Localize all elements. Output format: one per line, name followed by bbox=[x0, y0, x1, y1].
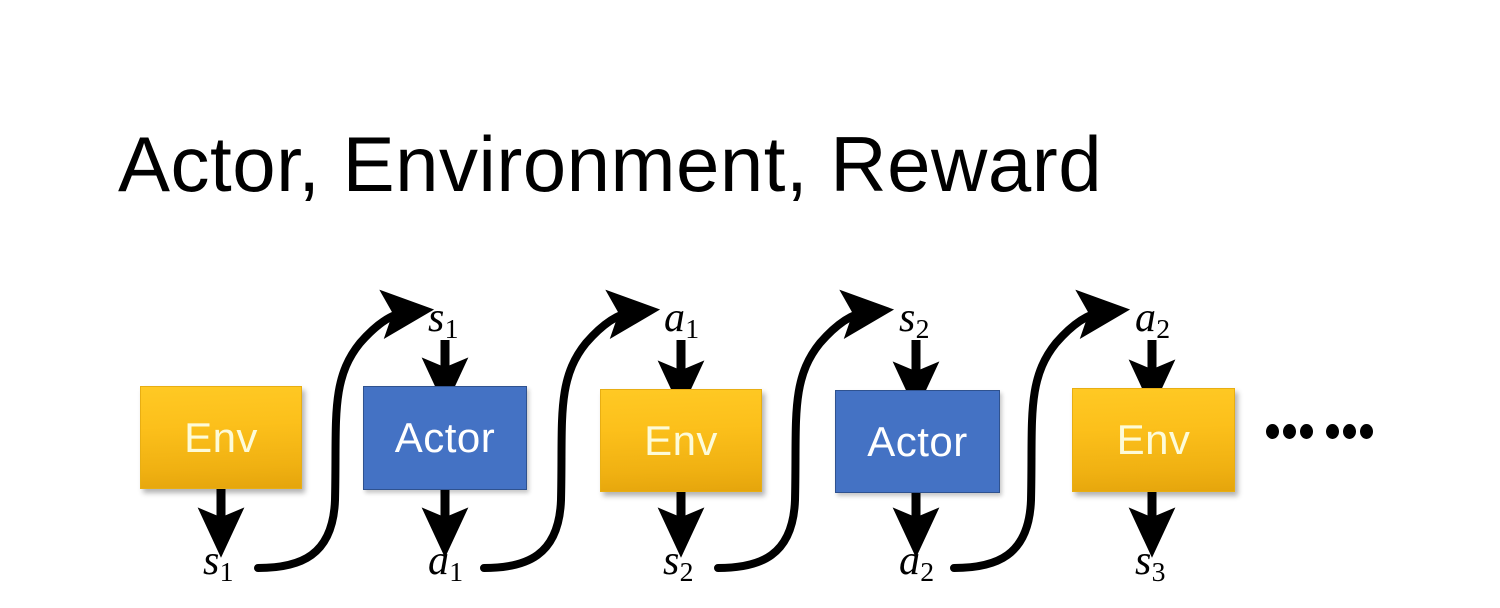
actor-box-1[interactable]: Actor bbox=[363, 386, 527, 490]
ellipsis-dot bbox=[1343, 424, 1356, 439]
continuation-ellipsis bbox=[1266, 424, 1373, 439]
ellipsis-dot bbox=[1360, 424, 1373, 439]
env-box-3-label: Env bbox=[1116, 416, 1191, 463]
actor-box-2[interactable]: Actor bbox=[835, 390, 1000, 493]
ellipsis-dot bbox=[1283, 424, 1296, 439]
ellipsis-dot bbox=[1300, 424, 1313, 439]
action-label-a1-top: a1 bbox=[664, 295, 700, 345]
env-box-1-label: Env bbox=[184, 413, 258, 461]
ellipsis-dot bbox=[1326, 424, 1339, 439]
page-title: Actor, Environment, Reward bbox=[118, 120, 1103, 208]
state-label-s3-bottom: s3 bbox=[1135, 538, 1166, 588]
action-label-a1-bottom: a1 bbox=[428, 538, 464, 588]
state-label-s2-top: s2 bbox=[899, 295, 930, 345]
ellipsis-dot bbox=[1266, 424, 1279, 439]
env-box-3[interactable]: Env bbox=[1072, 388, 1235, 492]
state-label-s1-top: s1 bbox=[428, 295, 459, 345]
state-label-s1-bottom: s1 bbox=[203, 538, 234, 588]
action-label-a2-bottom: a2 bbox=[899, 538, 935, 588]
action-label-a2-top: a2 bbox=[1135, 295, 1171, 345]
ellipsis-gap bbox=[1317, 431, 1322, 432]
actor-box-1-label: Actor bbox=[394, 414, 496, 461]
env-box-2-label: Env bbox=[644, 416, 718, 464]
state-label-s2-bottom: s2 bbox=[663, 538, 694, 588]
env-box-2[interactable]: Env bbox=[600, 389, 762, 492]
env-box-1[interactable]: Env bbox=[140, 386, 302, 489]
actor-box-2-label: Actor bbox=[867, 417, 968, 465]
